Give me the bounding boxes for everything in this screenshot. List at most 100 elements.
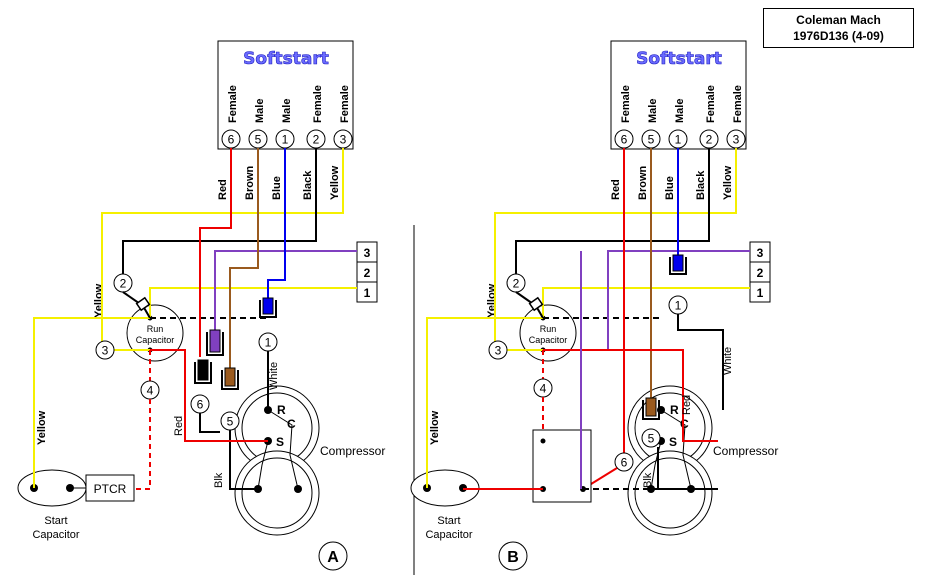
title-box: Coleman Mach 1976D136 (4-09) (763, 8, 914, 48)
a-plug-purple (209, 329, 221, 353)
b-pin-gender-2: Female (705, 85, 717, 123)
b-wire-white (677, 314, 724, 410)
b-term-r-label: R (670, 403, 679, 417)
a-pin-gender-1: Male (281, 99, 293, 123)
b-conn-3: 3 (495, 344, 502, 358)
a-wire-blue (267, 148, 286, 300)
b-wire-purple (607, 250, 750, 350)
a-pin-5: 5 (255, 133, 262, 147)
a-wire-label-yellow: Yellow (329, 165, 341, 200)
b-white-label: White (722, 347, 734, 375)
a-plug-blue (262, 297, 274, 315)
b-compressor-bottom-inner (634, 457, 706, 529)
b-wire-label-black: Black (695, 170, 707, 200)
b-conn-4: 4 (540, 382, 547, 396)
b-wire-red-s (543, 349, 718, 442)
a-term-s-label: S (276, 435, 284, 449)
b-wire-label-red: Red (610, 179, 622, 200)
a-terminal-label-1: 1 (364, 286, 371, 300)
a-plug-blue-bracket (259, 300, 277, 318)
a-conn-3: 3 (102, 344, 109, 358)
b-run-capacitor-label-1: Run (540, 324, 557, 334)
diagram-b-label: B (507, 549, 519, 566)
b-term-s-label: S (669, 435, 677, 449)
b-wire-label-yellow: Yellow (722, 165, 734, 200)
a-wire-yellow-main (101, 148, 344, 350)
a-plug-black-bracket (194, 362, 212, 384)
a-term-r-label: R (277, 403, 286, 417)
b-run-capacitor-label-2: Capacitor (529, 335, 568, 345)
a-conn-6: 6 (197, 398, 204, 412)
a-start-capacitor-label-1: Start (44, 515, 67, 527)
a-pin-1: 1 (282, 133, 289, 147)
b-yellow-label-1: Yellow (486, 283, 498, 318)
b-conn-3-circle (488, 340, 508, 360)
b-marker-circle (498, 541, 528, 571)
b-wire-label-brown: Brown (637, 166, 649, 201)
b-yellow-label-2: Yellow (429, 410, 441, 445)
a-compressor-label: Compressor (320, 444, 385, 458)
a-pin-gender-3: Female (339, 85, 351, 123)
a-yellow-label-2: Yellow (36, 410, 48, 445)
b-wire-black-top (515, 148, 710, 283)
b-blk-label: Blk (642, 472, 654, 488)
a-plug-brown (224, 367, 236, 387)
b-pin-6: 6 (621, 133, 628, 147)
a-start-capacitor-label-2: Capacitor (32, 529, 79, 541)
b-wire-yellow-terminal1 (542, 287, 750, 318)
a-conn-2: 2 (120, 277, 127, 291)
a-wire-yellow-start (33, 317, 150, 488)
b-pin-gender-1: Male (674, 99, 686, 123)
b-term-c-label: C (680, 417, 689, 431)
b-plug-blue-bracket (669, 257, 687, 275)
b-plug-blue (672, 254, 684, 272)
a-wire-6-out (199, 413, 220, 433)
b-conn-5-circle (641, 428, 661, 448)
a-wire-red-s (150, 349, 268, 442)
b-terminal-label-2: 2 (757, 266, 764, 280)
a-plug-purple-bracket (206, 332, 224, 356)
a-conn-2-plug (135, 296, 151, 312)
a-compressor-bottom-inner (241, 457, 313, 529)
a-red-label: Red (173, 416, 185, 436)
b-conn-2: 2 (513, 277, 520, 291)
a-pin-2: 2 (313, 133, 320, 147)
b-terminal-label-1: 1 (757, 286, 764, 300)
b-pin-gender-6: Female (620, 85, 632, 123)
a-run-capacitor-label-1: Run (147, 324, 164, 334)
a-conn-1: 1 (265, 336, 272, 350)
a-plug-brown-bracket (221, 370, 239, 390)
b-wire-yellow-main (494, 148, 737, 350)
a-blk-label: Blk (213, 472, 225, 488)
a-wire-red-dashed-2 (134, 399, 151, 490)
a-plug-black (197, 359, 209, 381)
title-line-2: 1976D136 (4-09) (793, 29, 884, 43)
b-plug-brown (645, 397, 657, 417)
b-pin-gender-5: Male (647, 99, 659, 123)
a-wire-brown (229, 148, 259, 368)
diagram-a-label: A (327, 549, 339, 566)
a-wire-blk (229, 430, 258, 490)
b-wire-label-blue: Blue (664, 176, 676, 200)
a-ptcr-label: PTCR (94, 482, 127, 496)
a-pin-gender-6: Female (227, 85, 239, 123)
a-ptcr-box (85, 474, 135, 502)
a-run-capacitor-label-2: Capacitor (136, 335, 175, 345)
b-wire-yellow-start (426, 317, 543, 488)
b-pin-1: 1 (675, 133, 682, 147)
a-conn-4: 4 (147, 384, 154, 398)
a-pin-3: 3 (340, 133, 347, 147)
a-white-label: White (268, 362, 280, 390)
b-pin-gender-3: Female (732, 85, 744, 123)
b-start-capacitor-label-2: Capacitor (425, 529, 472, 541)
b-start-capacitor-label-1: Start (437, 515, 460, 527)
a-wire-label-blue: Blue (271, 176, 283, 200)
a-wire-black-top (122, 148, 317, 283)
a-softstart-label: Softstart (243, 49, 329, 69)
b-pin-5: 5 (648, 133, 655, 147)
a-wire-label-brown: Brown (244, 166, 256, 201)
a-compressor-internal-1 (267, 409, 299, 490)
a-pin-gender-2: Female (312, 85, 324, 123)
b-compressor-label: Compressor (713, 444, 778, 458)
